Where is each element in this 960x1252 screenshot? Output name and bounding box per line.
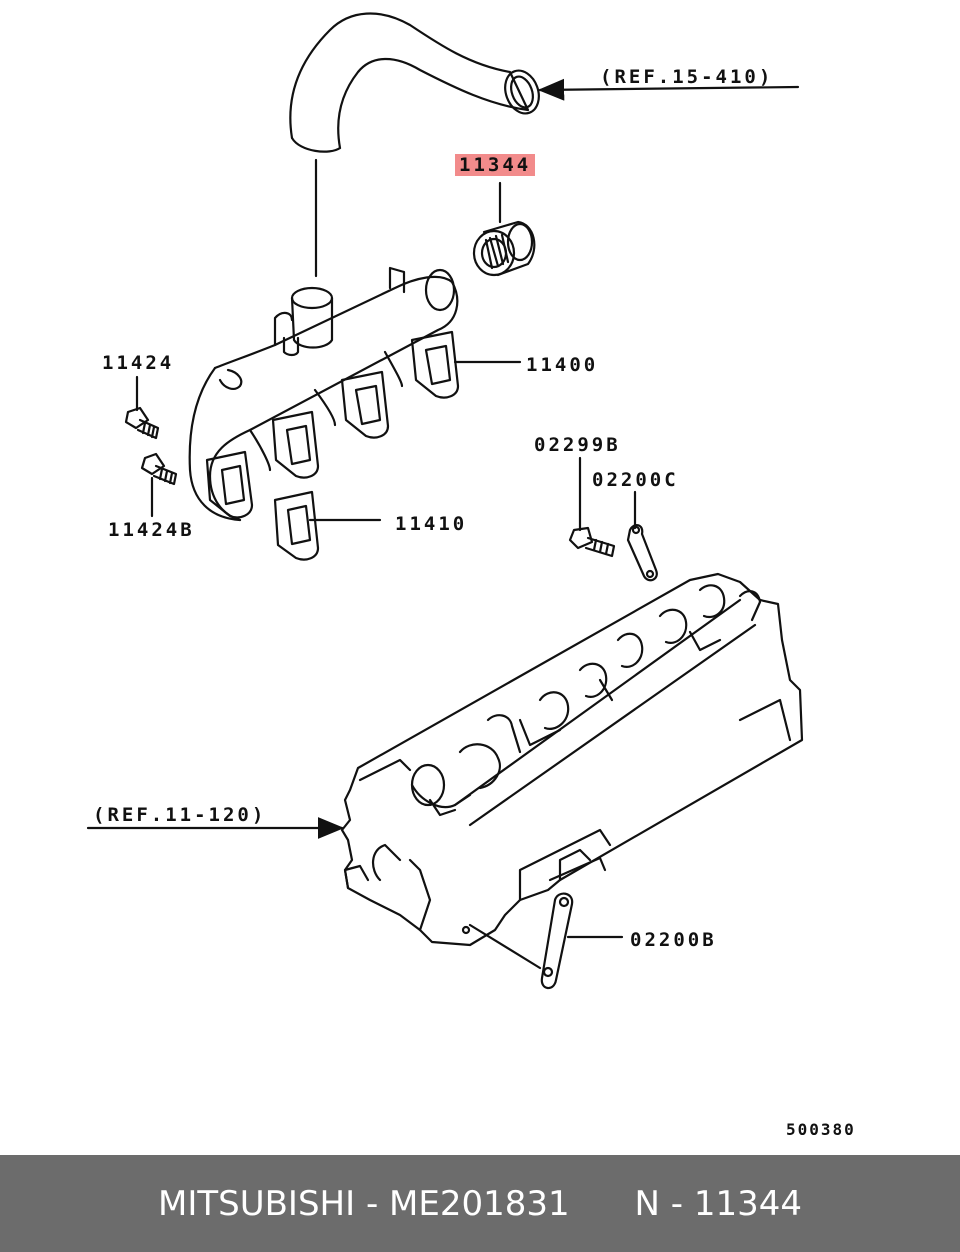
callout-part-11400: 11400: [526, 354, 599, 376]
cylinder-head: [340, 572, 804, 947]
callout-ref-11-120: (REF.11-120): [93, 804, 267, 826]
callout-part-11410: 11410: [395, 513, 468, 535]
callout-ref-15-410: (REF.15-410): [600, 66, 774, 88]
callout-part-11424: 11424: [102, 352, 175, 374]
gasket-11410: [273, 490, 320, 561]
callout-part-02200c: 02200C: [592, 469, 679, 491]
water-hose: [289, 12, 540, 153]
callout-part-11344-highlighted[interactable]: 11344: [455, 154, 536, 176]
bracket-02200b: [468, 892, 574, 990]
part-info-footer: MITSUBISHI - ME201831 N - 11344: [0, 1155, 960, 1252]
spacer: [570, 1184, 635, 1224]
exploded-parts-diagram: (REF.15-410) 11344 11424 11400 11424B 11…: [86, 12, 856, 1139]
diagram-drawing: [86, 12, 804, 990]
brand-name: MITSUBISHI: [158, 1183, 356, 1224]
part-number: ME201831: [389, 1183, 570, 1224]
water-manifold-11400: [188, 266, 460, 522]
diagram-number: 500380: [786, 1120, 856, 1139]
bracket-02200c: [626, 524, 658, 582]
callout-part-02299b: 02299B: [534, 434, 621, 456]
thermostat-part-11344: [472, 220, 536, 277]
bolt-11424: [124, 406, 160, 440]
callout-part-11424b: 11424B: [108, 519, 195, 541]
bolt-11424b: [140, 452, 178, 486]
separator: -: [355, 1183, 390, 1224]
diagram-reference: N - 11344: [634, 1183, 802, 1224]
callout-part-02200b: 02200B: [630, 929, 717, 951]
bolt-02299b: [568, 526, 616, 558]
